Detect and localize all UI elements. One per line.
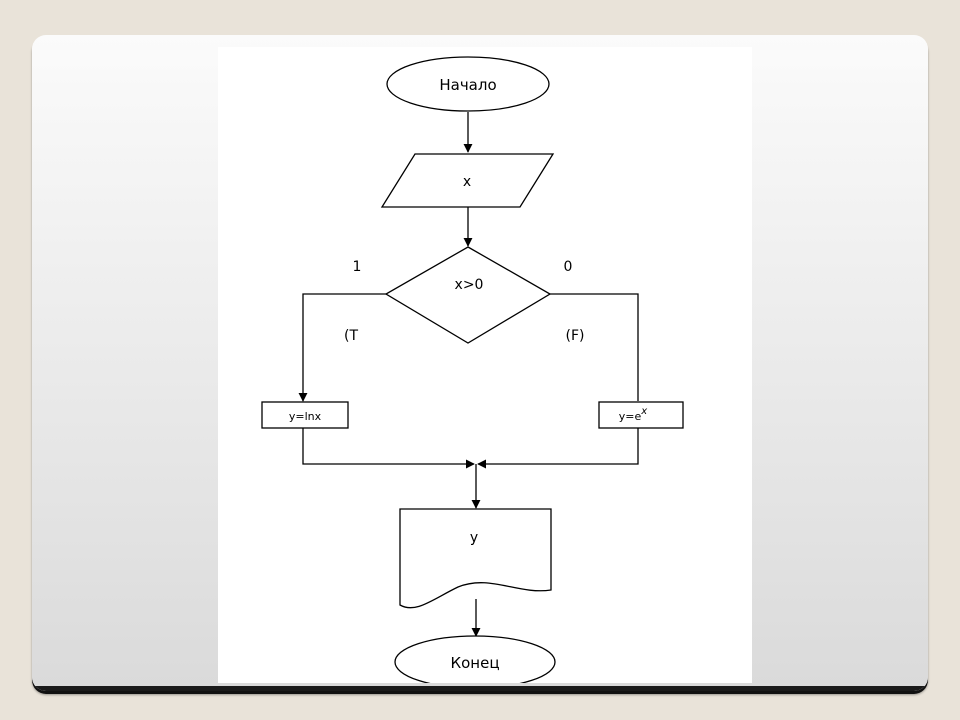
process-true-label: y=lnx [289, 410, 322, 423]
slide: Начало x x>0 1 0 (T (F) y=lnx [32, 35, 928, 691]
process-false-label-base: y=e [619, 410, 642, 423]
process-false-box: y=ex [598, 401, 684, 429]
start-terminator: Начало [386, 56, 550, 112]
process-false-label-sup: x [640, 406, 647, 417]
true-branch-number: 1 [353, 259, 362, 275]
connector-false-branch [550, 293, 639, 401]
connector-true-branch [298, 293, 386, 402]
output-label: y [470, 530, 478, 546]
output-document: y [399, 508, 552, 609]
process-true-box: y=lnx [261, 401, 349, 429]
input-parallelogram: x [380, 153, 555, 208]
connector-merge-right [477, 428, 639, 469]
end-label: Конец [450, 654, 499, 672]
flowchart-diagram: Начало x x>0 1 0 (T (F) y=lnx [261, 56, 684, 683]
svg-text:y=ex: y=ex [619, 406, 648, 423]
true-branch-text: (T [344, 328, 358, 344]
flowchart-canvas: Начало x x>0 1 0 (T (F) y=lnx [218, 47, 752, 683]
decision-diamond: x>0 [384, 246, 552, 344]
decision-label: x>0 [455, 277, 484, 293]
false-branch-text: (F) [566, 328, 585, 344]
connector-merge-left [302, 428, 475, 469]
end-terminator: Конец [394, 635, 556, 683]
start-label: Начало [439, 76, 496, 94]
input-label: x [463, 174, 471, 190]
false-branch-number: 0 [564, 259, 573, 275]
